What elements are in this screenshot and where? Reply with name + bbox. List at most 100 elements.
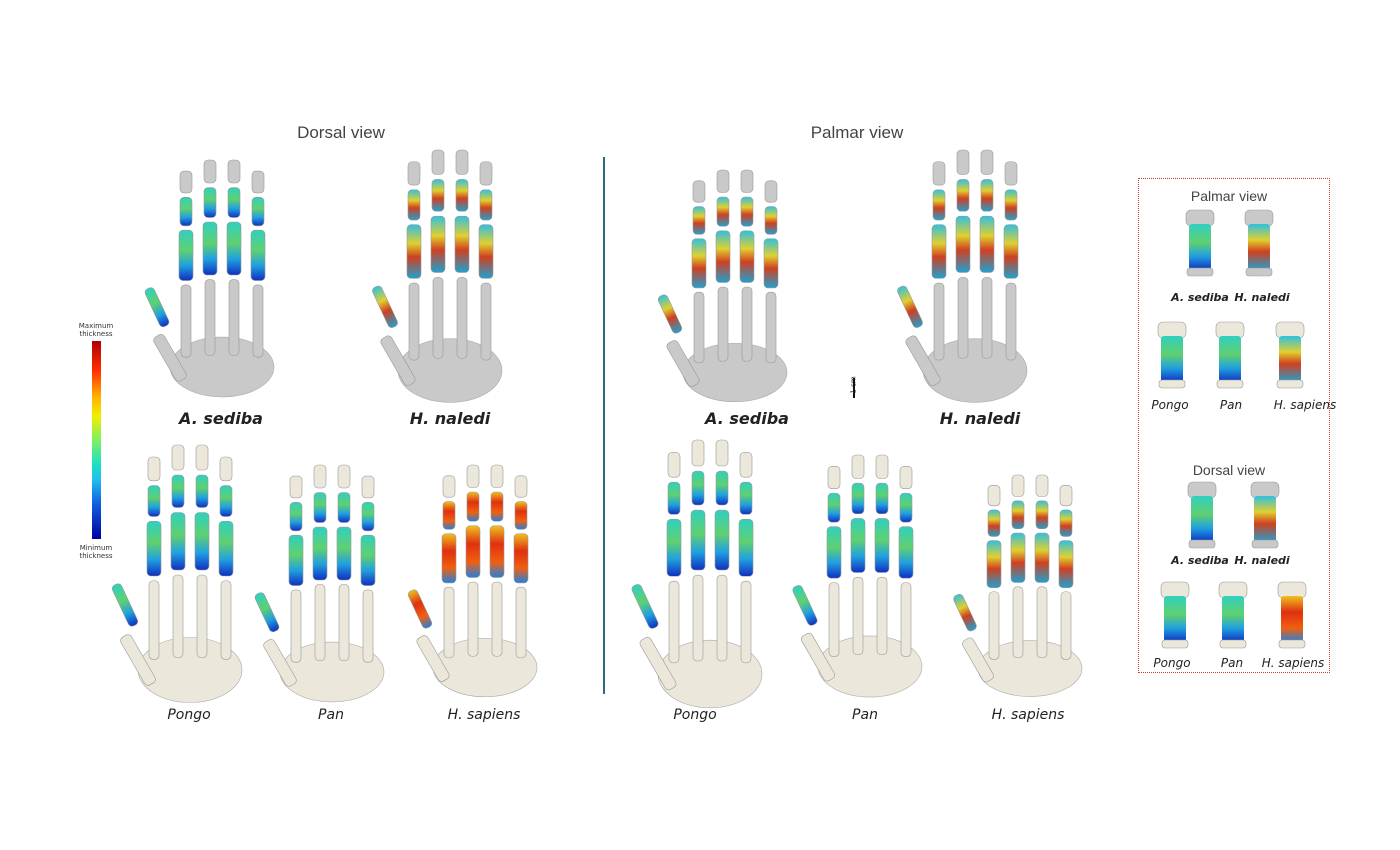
distal-phalanx [956,149,970,175]
metacarpal [876,576,888,656]
distal-phalanx [716,169,730,193]
palmar-view-title: Palmar view [810,123,904,142]
inset-dorsal-pan: Pan [1220,656,1244,670]
inset-bone-palmar-pan [1215,321,1245,389]
hand-palmar-a-sediba [657,169,788,403]
inset-bone-dorsal-pan [1218,581,1248,649]
inset-palmar-pan: Pan [1219,398,1243,412]
inset-bone-palmar-a-sediba [1185,209,1215,277]
distal-phalanx [442,475,456,498]
middle-phalanx [715,470,729,506]
proximal-phalanx [690,509,706,571]
thumb-phalanx [631,584,659,629]
inset-bone-dorsal-a-sediba [1187,481,1217,549]
middle-phalanx [1059,509,1073,537]
hand-dorsal-pongo [111,444,243,703]
bone-base [1251,539,1279,549]
inset-palmar-a-sediba: A. sediba [1171,291,1229,304]
bone-shaft [1164,596,1186,642]
bone-base [1245,267,1273,277]
proximal-phalanx [979,215,995,273]
distal-phalanx [219,456,233,482]
thumb-metacarpal [962,637,994,683]
distal-phalanx [1035,474,1049,497]
thumb-metacarpal [380,335,416,386]
middle-phalanx [1035,500,1049,530]
inset-dorsal-h-sapiens: H. sapiens [1261,656,1325,670]
hand-palmar-pan [792,454,923,698]
bone-base [1188,539,1216,549]
middle-phalanx [337,492,351,523]
proximal-phalanx [666,519,682,577]
thumb-metacarpal [801,632,835,682]
bone-base [1276,379,1304,389]
bone-base [1219,639,1247,649]
bone-shaft [1254,496,1276,542]
proximal-phalanx [178,229,194,281]
bone-base [1186,267,1214,277]
middle-phalanx [1004,189,1018,221]
thumb-phalanx [792,585,818,626]
proximal-phalanx [1010,532,1026,583]
legend-min-label: Minimum thickness [79,544,113,560]
metacarpal [900,582,912,657]
distal-phalanx [691,439,705,467]
middle-phalanx [466,491,480,522]
proximal-phalanx [738,519,754,577]
metacarpal [740,580,752,664]
proximal-phalanx [513,533,529,584]
proximal-phalanx [826,526,842,579]
thumb-phalanx [953,593,977,632]
middle-phalanx [956,179,970,212]
distal-phalanx [715,439,729,467]
proximal-phalanx [312,526,328,581]
middle-phalanx [827,492,841,523]
proximal-phalanx [430,215,446,273]
distal-phalanx [739,452,753,478]
middle-phalanx [691,470,705,506]
metacarpal [443,586,455,659]
hand-dorsal-a-sediba [144,159,275,398]
proximal-phalanx [218,520,234,577]
metacarpal [692,574,704,662]
metacarpal [456,277,468,359]
proximal-phalanx [250,229,266,281]
proximal-phalanx [715,230,731,283]
view-divider [603,157,605,694]
proximal-phalanx [763,238,779,289]
distal-phalanx [899,465,913,489]
inset-palmar-pongo: Pongo [1151,398,1189,412]
bone-base [1158,379,1186,389]
label-palmar-a-sediba: A. sediba [705,409,789,428]
thumb-phalanx [407,589,433,629]
metacarpal [220,580,232,660]
distal-phalanx [227,159,241,184]
thumb-phalanx [144,287,170,328]
middle-phalanx [851,482,865,515]
metacarpal [432,277,444,359]
inset-palmar-h-sapiens: H. sapiens [1273,398,1337,412]
proximal-phalanx [739,230,755,283]
middle-phalanx [407,189,421,221]
proximal-phalanx [441,533,457,584]
proximal-phalanx [360,534,376,586]
hand-palmar-h-naledi [897,149,1028,403]
metacarpal [408,282,420,361]
middle-phalanx [875,482,889,515]
label-palmar-h-sapiens: H. sapiens [991,707,1065,723]
distal-phalanx [827,465,841,489]
thumb-metacarpal [153,334,187,382]
distal-phalanx [313,464,327,489]
metacarpal [852,576,864,656]
proximal-phalanx [478,224,494,279]
label-dorsal-a-sediba: A. sediba [179,409,263,428]
inset-palmar-h-naledi: H. naledi [1234,291,1290,304]
legend-max-label: Maximum thickness [78,322,114,338]
middle-phalanx [667,481,681,515]
label-dorsal-pan: Pan [318,707,344,723]
thumb-metacarpal [905,335,941,386]
middle-phalanx [514,501,528,530]
distal-phalanx [514,475,528,498]
thumb-metacarpal [120,634,156,686]
proximal-phalanx [489,525,505,578]
